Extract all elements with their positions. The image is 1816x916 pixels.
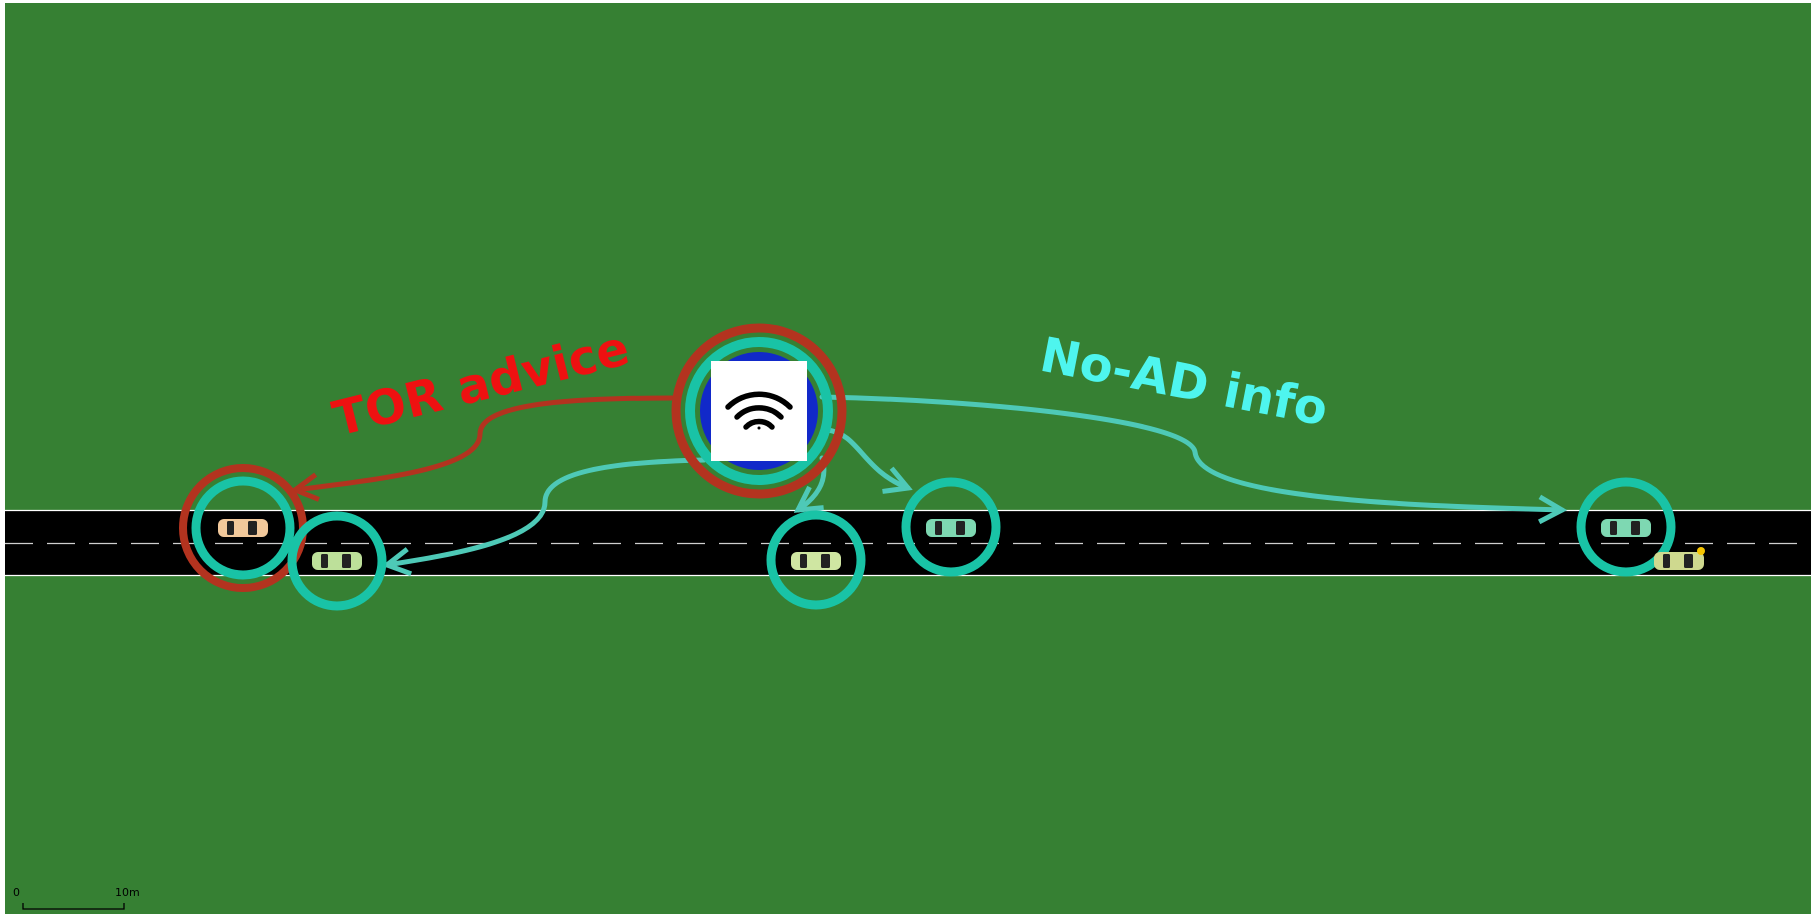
scale-bar-end-label: 10m bbox=[115, 886, 140, 899]
vehicle bbox=[312, 552, 362, 570]
vehicle-roof bbox=[1671, 555, 1683, 567]
vehicle-windshield bbox=[321, 554, 328, 568]
vehicle bbox=[1601, 519, 1651, 537]
vehicle bbox=[926, 519, 976, 537]
vehicle-roof bbox=[235, 522, 247, 534]
vehicle-windshield bbox=[227, 521, 234, 535]
vehicle bbox=[791, 552, 841, 570]
vehicle-windshield bbox=[1610, 521, 1617, 535]
roadside-unit bbox=[676, 328, 842, 494]
vehicle-rear-window bbox=[956, 521, 965, 535]
vehicle-roof bbox=[808, 555, 820, 567]
vehicle-rear-window bbox=[821, 554, 830, 568]
rsu-inner bbox=[715, 367, 803, 455]
scale-bar-start-label: 0 bbox=[13, 886, 20, 899]
vehicle-roof bbox=[1618, 522, 1630, 534]
vehicle-windshield bbox=[1663, 554, 1670, 568]
vehicle-rear-window bbox=[342, 554, 351, 568]
vehicle-roof bbox=[329, 555, 341, 567]
grass-area bbox=[5, 3, 1811, 914]
vehicle-rear-window bbox=[1631, 521, 1640, 535]
vehicle-windshield bbox=[935, 521, 942, 535]
vehicle bbox=[218, 519, 268, 537]
vehicle-roof bbox=[943, 522, 955, 534]
vehicle-rear-window bbox=[1684, 554, 1693, 568]
vehicle-windshield bbox=[800, 554, 807, 568]
vehicle-signal-light bbox=[1697, 547, 1705, 555]
vehicle-rear-window bbox=[248, 521, 257, 535]
